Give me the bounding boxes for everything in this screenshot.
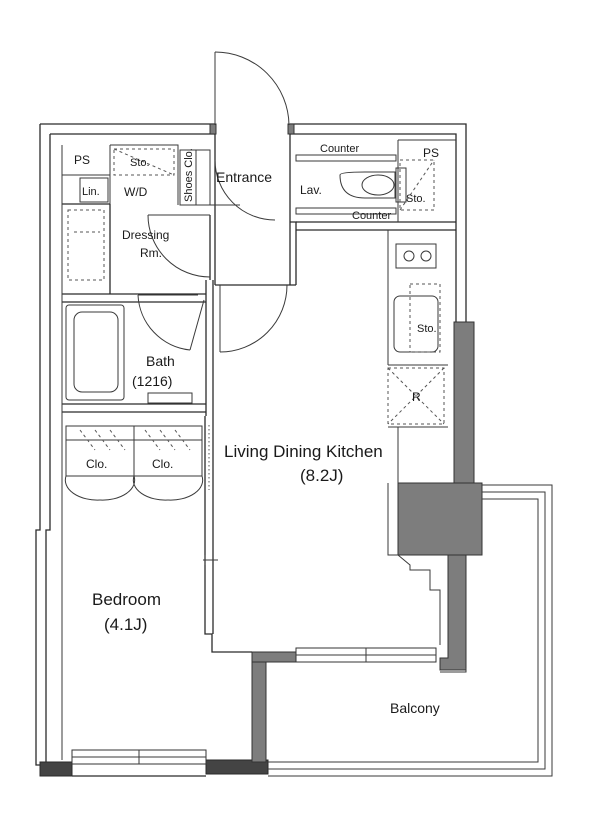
label-ldk: Living Dining Kitchen [224,442,383,461]
label-bedroom: Bedroom [92,590,161,609]
label-clo-right: Clo. [152,457,173,471]
balcony-area [268,484,553,777]
label-refrigerator: R [412,390,421,404]
dressing-door [147,214,211,278]
label-dressing-rm: Rm. [140,246,162,260]
label-shoes-clo: Shoes Clo. [183,148,195,202]
label-sto-top-left: Sto. [130,157,150,169]
label-counter-top: Counter [320,143,359,155]
entrance-door [214,51,290,221]
kitchen-fixtures [387,243,445,425]
ldk-door [219,284,288,353]
label-bath-size: (1216) [132,373,172,389]
balcony-sliding-door [295,647,437,663]
label-sto-lav: Sto. [406,193,426,205]
bedroom-closets [64,425,204,501]
label-counter-bottom: Counter [352,210,391,222]
dressing-fixtures [67,148,175,281]
label-balcony: Balcony [390,700,440,716]
label-dressing: Dressing [122,228,169,242]
bathtub [65,304,193,404]
room-labels: PS PS Sto. W/D Lin. Shoes Clo. Entrance … [74,143,440,716]
lavatory-fixtures [295,154,435,215]
label-ps-left: PS [74,153,90,167]
bedroom-door [203,425,218,565]
structural-walls [251,321,483,763]
bath-door [137,294,205,351]
shoes-closet [179,149,240,206]
interior-walls [61,134,456,760]
label-ps-right: PS [423,146,439,160]
label-wd: W/D [124,185,148,199]
label-ldk-size: (8.2J) [300,466,343,485]
bedroom-window [71,749,207,765]
label-sto-kitchen: Sto. [417,323,437,335]
label-lav: Lav. [300,183,322,197]
label-clo-left: Clo. [86,457,107,471]
label-entrance: Entrance [216,169,272,185]
label-bedroom-size: (4.1J) [104,615,147,634]
label-lin: Lin. [82,186,100,198]
label-bath: Bath [146,353,175,369]
